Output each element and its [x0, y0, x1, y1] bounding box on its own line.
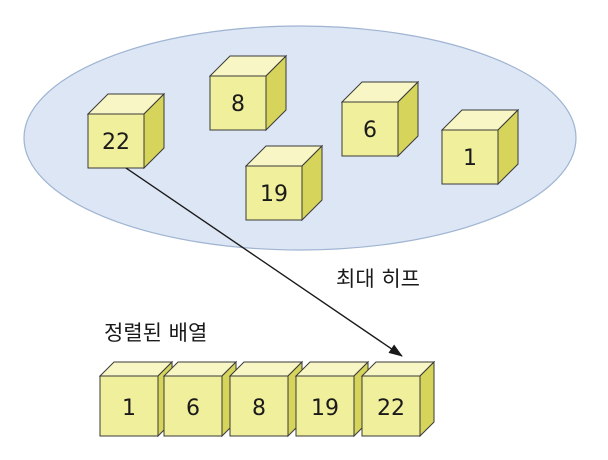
sorted-array-caption: 정렬된 배열	[104, 321, 207, 345]
heap-node-8: 8	[208, 54, 288, 132]
heap-node-label: 19	[260, 182, 288, 207]
sorted-cell-8: 8	[228, 360, 304, 438]
sorted-cell-label: 6	[186, 396, 200, 421]
heap-node-label: 1	[463, 146, 477, 171]
sorted-cell-6: 6	[162, 360, 238, 438]
sorted-cell-1: 1	[98, 360, 174, 438]
sorted-cell-22: 22	[360, 360, 436, 438]
heap-node-label: 6	[363, 118, 377, 143]
heap-node-1: 1	[440, 108, 520, 186]
sorted-cell-label: 1	[122, 396, 136, 421]
max-heap-region	[23, 25, 577, 251]
max-heap-caption: 최대 히프	[336, 267, 420, 291]
heap-node-label: 22	[102, 130, 130, 155]
extract-max-arrow	[125, 167, 403, 357]
sorted-cell-19: 19	[294, 360, 370, 438]
sorted-cell-label: 22	[377, 396, 405, 421]
heap-node-6: 6	[340, 80, 420, 158]
heap-node-19: 19	[244, 144, 324, 222]
heap-node-label: 8	[231, 92, 245, 117]
sorted-cell-label: 19	[311, 396, 339, 421]
heap-node-22: 22	[86, 92, 166, 170]
sorted-cell-label: 8	[252, 396, 266, 421]
